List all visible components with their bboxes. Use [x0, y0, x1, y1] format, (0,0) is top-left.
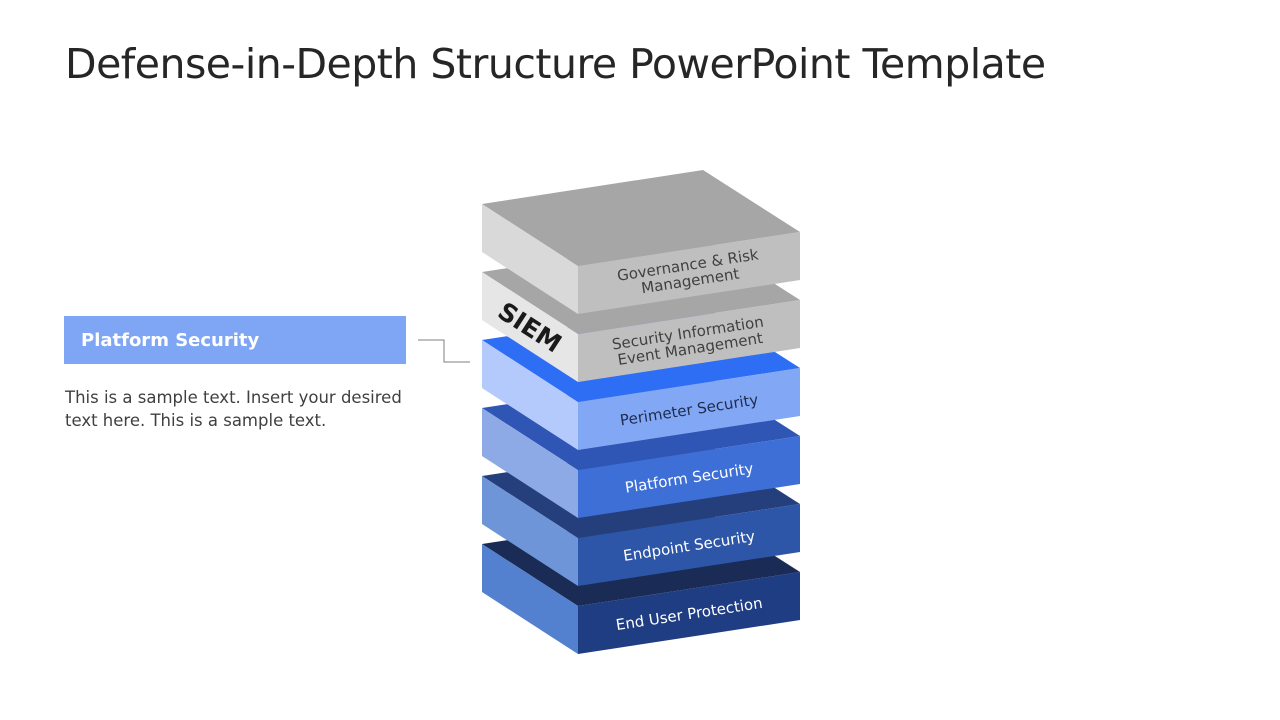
- callout-body-line-2: text here. This is a sample text.: [65, 411, 327, 430]
- layer-front-face: [578, 436, 800, 518]
- layer-left-face: [482, 544, 578, 654]
- layer-front-face: [578, 572, 800, 654]
- layer-front-face: [578, 368, 800, 450]
- layer-front-face: [578, 504, 800, 586]
- callout-body-line-1: This is a sample text. Insert your desir…: [65, 388, 402, 407]
- layer-left-face: [482, 272, 578, 382]
- callout-body: This is a sample text. Insert your desir…: [65, 386, 410, 432]
- callout-header: Platform Security: [64, 316, 406, 364]
- layer-left-face: [482, 340, 578, 450]
- layer-front-face: [578, 232, 800, 314]
- layer-top-face: [482, 170, 800, 266]
- layer-front-face: [578, 300, 800, 382]
- layer-left-face: [482, 408, 578, 518]
- slide-title: Defense-in-Depth Structure PowerPoint Te…: [65, 40, 1046, 88]
- callout-title: Platform Security: [81, 329, 260, 351]
- layer-left-face: [482, 476, 578, 586]
- layer-left-face: [482, 204, 578, 314]
- connector-line: [418, 339, 470, 363]
